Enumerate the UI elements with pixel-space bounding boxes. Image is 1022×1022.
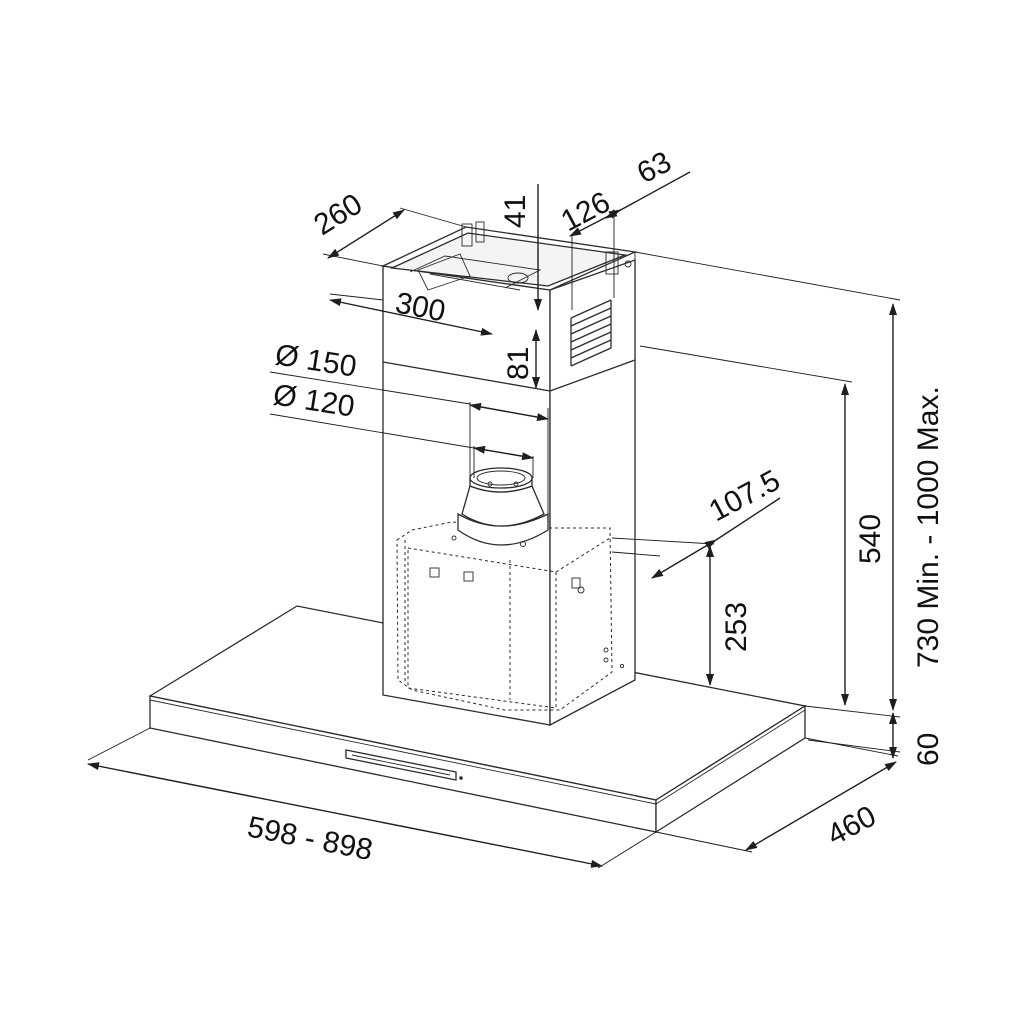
label-canopy-thickness: 60: [912, 733, 945, 766]
chimney-side-face: [549, 259, 636, 727]
dim-canopy-width: [87, 727, 657, 869]
label-canopy-depth: 460: [822, 800, 882, 853]
label-duct-inner: Ø 120: [271, 378, 357, 423]
label-chimney-lower: 540: [854, 514, 887, 564]
dim-side-gap: [605, 171, 691, 298]
chimney: [380, 221, 638, 727]
dim-duct-inner: [269, 413, 534, 478]
label-total-height: 730 Min. - 1000 Max.: [912, 386, 945, 668]
vent-grille: [570, 299, 612, 367]
label-top-offset: 41: [499, 195, 532, 228]
dim-chimney-lower: [639, 345, 853, 706]
label-side-offset: 126: [556, 186, 616, 239]
dim-total-height: [634, 251, 901, 711]
label-outlet-height: 253: [720, 602, 753, 652]
chimney-opening: [389, 232, 628, 287]
motor-housing: [396, 467, 625, 711]
indicator-light: [459, 776, 463, 780]
label-top-depth: 260: [308, 187, 368, 242]
dim-canopy-depth: [655, 737, 899, 853]
label-canopy-width: 598 - 898: [245, 810, 376, 867]
label-duct-outer: Ø 150: [273, 338, 359, 383]
duct-collar: [451, 467, 549, 547]
label-collar-height: 81: [502, 347, 535, 380]
dim-duct-outer: [269, 371, 549, 520]
dim-top-depth: [322, 207, 467, 267]
label-outlet-offset: 107.5: [704, 464, 786, 528]
dim-canopy-thickness: [804, 705, 901, 759]
dim-outlet-offset: [611, 497, 781, 579]
dim-top-width: [329, 293, 493, 336]
